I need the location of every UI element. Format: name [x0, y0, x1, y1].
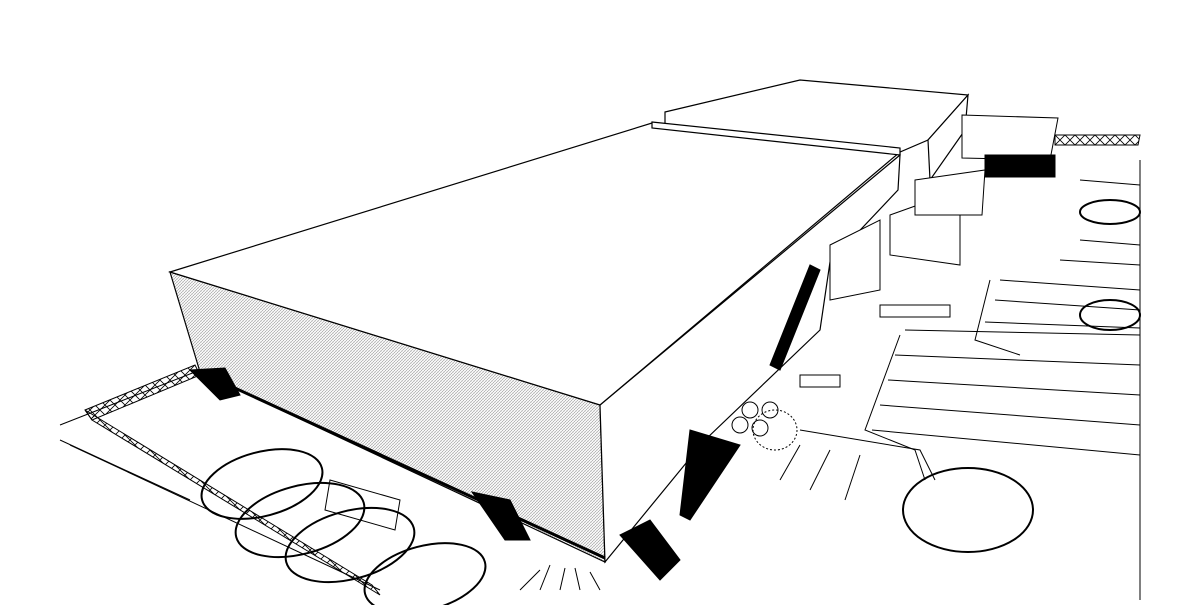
stairs: [188, 264, 821, 581]
annex-structures: [829, 114, 1141, 301]
side-wall: [599, 153, 901, 564]
planting: [519, 401, 798, 591]
building: [167, 79, 970, 564]
parking-lot: [779, 160, 1141, 600]
pad-outline: [324, 479, 401, 531]
roof-parapet: [651, 121, 901, 156]
